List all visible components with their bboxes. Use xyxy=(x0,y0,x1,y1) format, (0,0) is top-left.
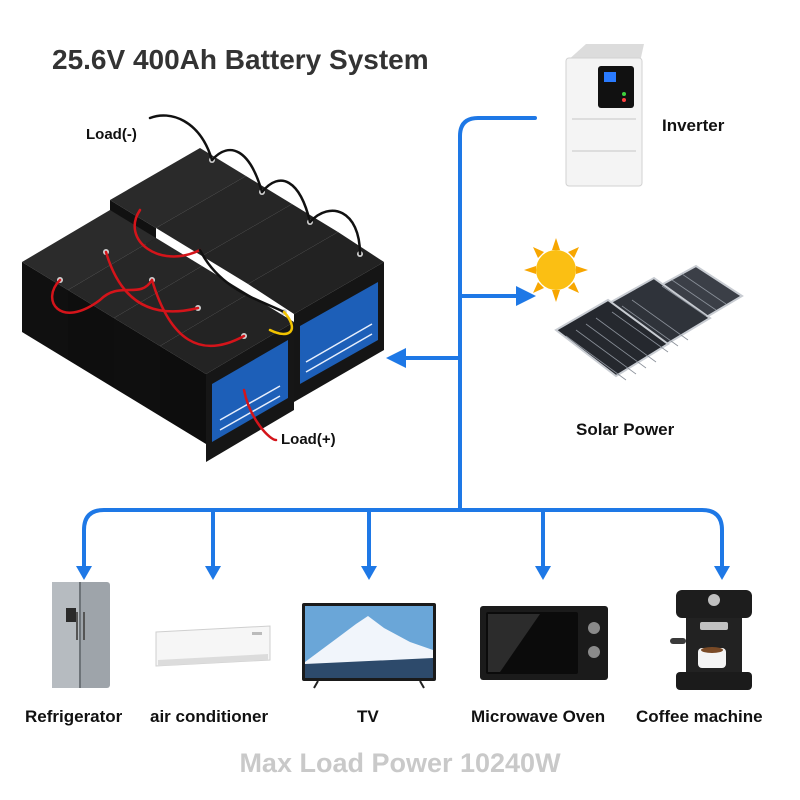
arrow-coffee xyxy=(714,566,730,580)
arrow-tv xyxy=(361,566,377,580)
appliance-label-microwave: Microwave Oven xyxy=(471,707,606,726)
arrow-ac xyxy=(205,566,221,580)
load-plus-label: Load(+) xyxy=(281,431,336,448)
solar-power-label: Solar Power xyxy=(576,420,675,439)
microwave-icon xyxy=(480,606,608,680)
inverter-label: Inverter xyxy=(662,116,725,135)
page-title: 25.6V 400Ah Battery System xyxy=(52,44,429,75)
max-load-footer: Max Load Power 10240W xyxy=(239,748,561,778)
refrigerator-icon xyxy=(52,582,110,688)
inverter-link-line xyxy=(458,116,537,494)
arrow-refrigerator xyxy=(76,566,92,580)
battery-label-lines xyxy=(219,323,373,431)
battery-cables xyxy=(50,114,362,442)
sun-icon xyxy=(524,238,588,302)
arrow-microwave xyxy=(535,566,551,580)
inverter-device xyxy=(565,44,644,187)
appliance-label-refrigerator: Refrigerator xyxy=(25,707,123,726)
battery-back-row xyxy=(110,148,384,402)
connector-lines xyxy=(82,116,724,572)
appliance-bus-line xyxy=(82,508,724,572)
appliance-label-coffee-machine: Coffee machine xyxy=(636,707,763,726)
drop-arrowheads xyxy=(76,566,730,580)
appliance-label-tv: TV xyxy=(357,707,379,726)
appliance-label-air-conditioner: air conditioner xyxy=(150,707,269,726)
tv-icon xyxy=(302,603,436,689)
coffee-machine-icon xyxy=(670,590,752,690)
air-conditioner-icon xyxy=(155,625,271,667)
solar-panels-icon xyxy=(554,264,744,381)
battery-bank xyxy=(22,114,384,462)
load-minus-label: Load(-) xyxy=(86,126,137,143)
